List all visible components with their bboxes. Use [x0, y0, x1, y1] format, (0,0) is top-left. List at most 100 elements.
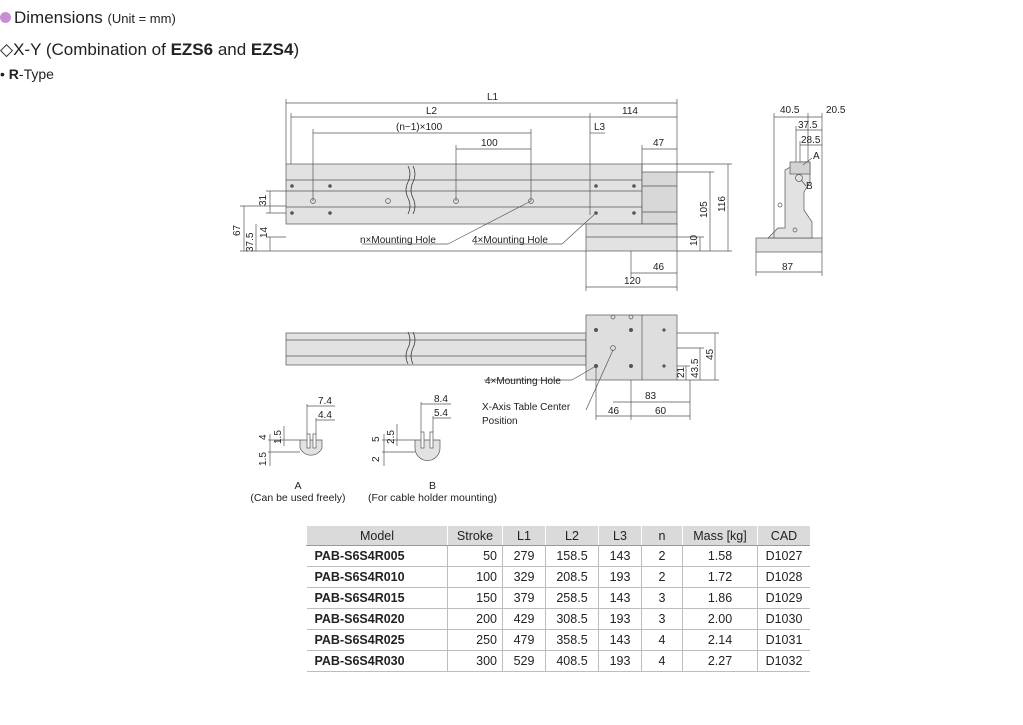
table-cell: 3	[641, 608, 683, 630]
table-cell: 3	[641, 587, 683, 609]
column-header: CAD	[757, 526, 810, 546]
table-cell: 200	[447, 608, 503, 630]
dim-b-2-5: 2.5	[386, 430, 397, 444]
table-cell: 2.00	[682, 608, 758, 630]
table-cell: 2.27	[682, 650, 758, 672]
combination-heading: ◇X-Y (Combination of EZS6 and EZS4)	[0, 40, 300, 59]
column-header: L2	[545, 526, 599, 546]
column-header: Model	[306, 526, 448, 546]
dim-83: 83	[645, 391, 657, 402]
table-cell: 529	[502, 650, 546, 672]
dim-pitch: (n−1)×100	[396, 122, 443, 133]
table-cell: PAB-S6S4R015	[306, 587, 448, 609]
table-cell: PAB-S6S4R025	[306, 629, 448, 651]
column-header: n	[641, 526, 683, 546]
dim-a-4: 4	[258, 434, 269, 440]
table-cell: 279	[502, 545, 546, 567]
dim-a-1-5: 1.5	[273, 430, 284, 444]
dimension-drawing: L1 L2 114 (n−1)×100 L3 100 47 31 67 37.5…	[232, 92, 846, 466]
caption-a: A (Can be used freely)	[250, 480, 346, 504]
model-a: EZS6	[170, 40, 214, 59]
table-cell: 379	[502, 587, 546, 609]
label-b: B	[806, 181, 813, 192]
dim-40-5: 40.5	[780, 105, 800, 116]
table-cell: 358.5	[545, 629, 599, 651]
section-title: Dimensions (Unit = mm)	[0, 8, 176, 28]
dim-7-4: 7.4	[318, 396, 332, 407]
table-cell: 250	[447, 629, 503, 651]
table-cell: 158.5	[545, 545, 599, 567]
dim-8-4: 8.4	[434, 394, 448, 405]
table-cell: PAB-S6S4R030	[306, 650, 448, 672]
column-header: L3	[598, 526, 642, 546]
table-cell: D1030	[757, 608, 810, 630]
dim-l2: L2	[426, 106, 438, 117]
table-cell: 208.5	[545, 566, 599, 588]
dim-l1: L1	[487, 92, 499, 103]
table-cell: 408.5	[545, 650, 599, 672]
dim-14: 14	[259, 226, 270, 238]
dim-20-5: 20.5	[826, 105, 846, 116]
table-cell: 2.14	[682, 629, 758, 651]
column-header: Mass [kg]	[682, 526, 758, 546]
four-mounting-hole-label: 4×Mounting Hole	[472, 235, 548, 246]
table-cell: 1.86	[682, 587, 758, 609]
dim-4-4: 4.4	[318, 410, 332, 421]
dim-37-5: 37.5	[245, 232, 256, 252]
table-cell: D1032	[757, 650, 810, 672]
table-cell: 193	[598, 650, 642, 672]
dim-105: 105	[699, 201, 710, 218]
column-header: L1	[502, 526, 546, 546]
type-heading: • R-Type	[0, 66, 54, 82]
table-cell: 479	[502, 629, 546, 651]
dim-front-46: 46	[608, 406, 620, 417]
caption-b: B (For cable holder mounting)	[368, 480, 497, 504]
dim-l3: L3	[594, 122, 606, 133]
table-cell: PAB-S6S4R020	[306, 608, 448, 630]
table-cell: 150	[447, 587, 503, 609]
dim-b-2: 2	[371, 456, 382, 462]
n-mounting-hole-label: n×Mounting Hole	[360, 235, 436, 246]
table-cell: 2	[641, 545, 683, 567]
dim-31: 31	[258, 194, 269, 206]
label-a: A	[813, 151, 820, 162]
table-cell: 4	[641, 650, 683, 672]
dim-87: 87	[782, 262, 794, 273]
dim-100: 100	[481, 138, 498, 149]
dim-47: 47	[653, 138, 665, 149]
column-header: Stroke	[447, 526, 503, 546]
dim-45: 45	[705, 348, 716, 360]
table-cell: 193	[598, 608, 642, 630]
table-cell: 50	[447, 545, 503, 567]
table-cell: 308.5	[545, 608, 599, 630]
table-center-label: X-Axis Table Center	[482, 402, 571, 413]
table-cell: 1.58	[682, 545, 758, 567]
table-cell: 143	[598, 545, 642, 567]
table-cell: 100	[447, 566, 503, 588]
table-cell: 143	[598, 587, 642, 609]
dim-a-1-5b: 1.5	[258, 452, 269, 466]
table-cell: 300	[447, 650, 503, 672]
table-cell: PAB-S6S4R005	[306, 545, 448, 567]
dim-120: 120	[624, 276, 641, 287]
position-label: Position	[482, 416, 518, 427]
dim-46: 46	[653, 262, 665, 273]
dim-116: 116	[717, 196, 728, 212]
dim-67: 67	[232, 224, 243, 236]
model-b: EZS4	[250, 40, 294, 59]
table-cell: 1.72	[682, 566, 758, 588]
table-cell: 143	[598, 629, 642, 651]
unit-note: (Unit = mm)	[107, 11, 176, 26]
table-cell: 429	[502, 608, 546, 630]
table-cell: D1028	[757, 566, 810, 588]
dim-28-5: 28.5	[801, 135, 821, 146]
dim-60: 60	[655, 406, 667, 417]
